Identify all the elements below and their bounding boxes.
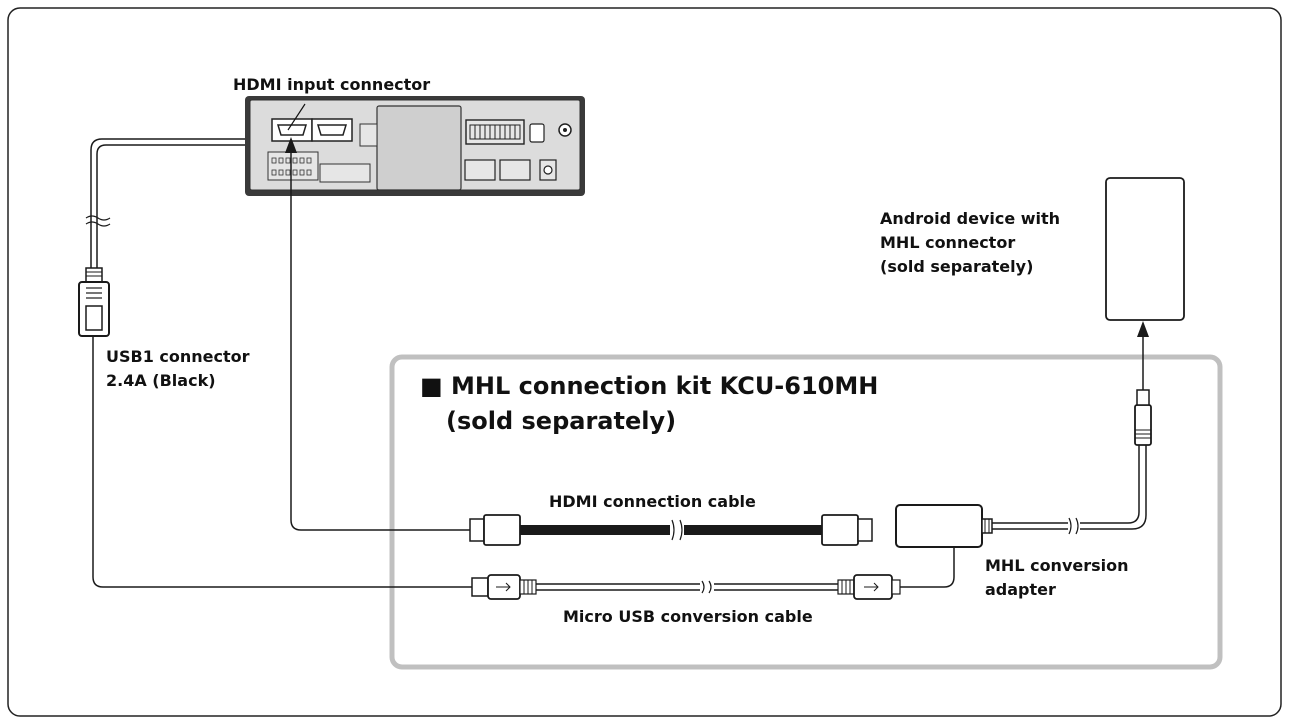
android-device bbox=[1105, 177, 1185, 321]
hdmi-port-1 bbox=[271, 118, 313, 142]
android-device-label-line1: Android device with bbox=[880, 209, 1061, 228]
mhl-conversion-adapter bbox=[895, 504, 993, 548]
mhl-kit-title-line1: ■ MHL connection kit KCU-610MH bbox=[420, 372, 879, 400]
micro-usb-conversion-cable bbox=[471, 547, 955, 600]
adapter-to-device-cable bbox=[992, 445, 1147, 535]
hdmi-input-connector-label: HDMI input connector bbox=[233, 75, 431, 94]
mhl-kit-title-line2: (sold separately) bbox=[446, 407, 677, 435]
device-plug bbox=[1134, 321, 1152, 446]
usb1-label-line1: USB1 connector bbox=[106, 347, 250, 366]
usb1-label-line2: 2.4A (Black) bbox=[106, 371, 216, 390]
usb1-extension-wire bbox=[92, 336, 472, 588]
hdmi-port-2 bbox=[311, 118, 353, 142]
center-module bbox=[376, 105, 462, 191]
mhl-kit-box bbox=[389, 354, 1223, 670]
usb1-cable-break bbox=[85, 215, 111, 227]
head-unit bbox=[245, 96, 585, 196]
hdmi-input-wire bbox=[285, 137, 470, 531]
usb1-plug bbox=[78, 267, 110, 337]
mhl-adapter-label-line1: MHL conversion bbox=[985, 556, 1129, 575]
hdmi-input-leader bbox=[287, 103, 306, 131]
outer-frame bbox=[7, 7, 1282, 717]
android-device-label-line3: (sold separately) bbox=[880, 257, 1034, 276]
mhl-adapter-label-line2: adapter bbox=[985, 580, 1056, 599]
usb1-cable bbox=[90, 138, 245, 272]
android-device-label-line2: MHL connector bbox=[880, 233, 1016, 252]
hdmi-connection-cable-label: HDMI connection cable bbox=[549, 492, 756, 511]
hdmi-connection-cable bbox=[469, 514, 873, 546]
micro-usb-cable-label: Micro USB conversion cable bbox=[563, 607, 813, 626]
